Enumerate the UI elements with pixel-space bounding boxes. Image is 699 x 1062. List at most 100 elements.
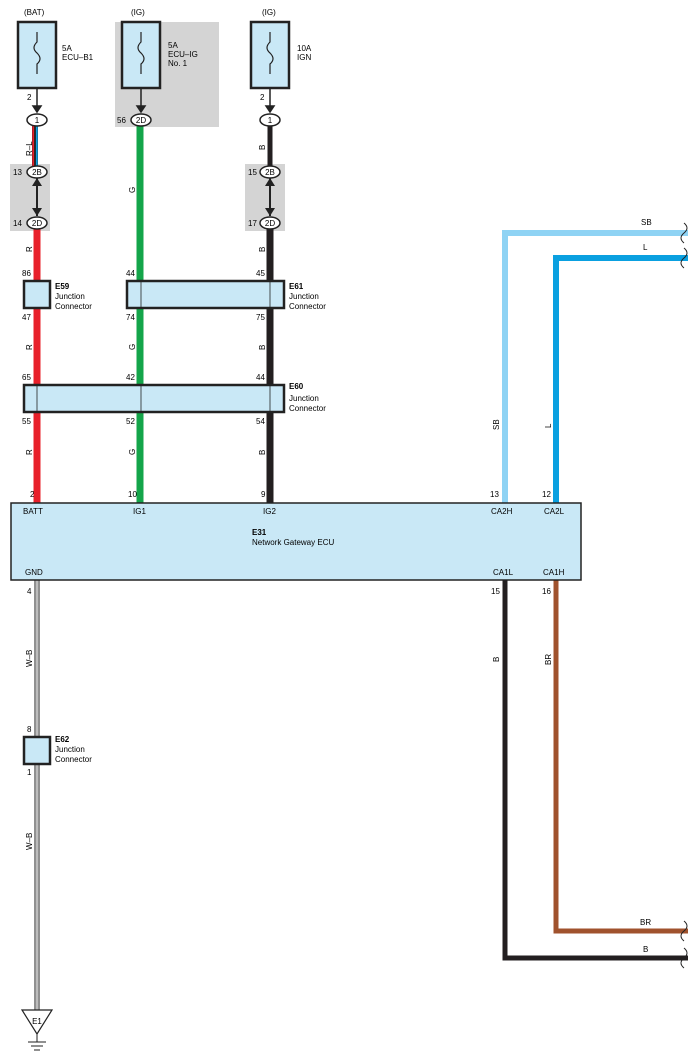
svg-text:G: G (128, 187, 137, 193)
junction-e60: 65 42 44 55 52 54 E60 Junction Connector (22, 373, 326, 426)
svg-text:2D: 2D (136, 116, 146, 125)
svg-text:E60: E60 (289, 382, 304, 391)
svg-text:GND: GND (25, 568, 43, 577)
svg-text:74: 74 (126, 313, 135, 322)
svg-text:10: 10 (128, 490, 137, 499)
inline-connector-left: 13 2B 14 2D (13, 165, 48, 230)
fuse-icon (137, 32, 145, 74)
svg-text:W–B: W–B (25, 650, 34, 667)
svg-text:10A: 10A (297, 44, 312, 53)
svg-text:2: 2 (30, 490, 35, 499)
svg-text:54: 54 (256, 417, 265, 426)
svg-text:2: 2 (260, 93, 265, 102)
wire-sb (502, 230, 688, 504)
svg-text:IGN: IGN (297, 53, 311, 62)
svg-text:2D: 2D (265, 219, 275, 228)
wire-br-ca1h (553, 580, 688, 934)
svg-text:ECU–B1: ECU–B1 (62, 53, 94, 62)
ground-triangle-icon (20, 1009, 54, 1036)
svg-text:42: 42 (126, 373, 135, 382)
fuse-ign: (IG) 10A IGN 2 (249, 8, 312, 102)
svg-text:No. 1: No. 1 (168, 59, 188, 68)
svg-text:B: B (258, 247, 267, 252)
svg-text:G: G (128, 344, 137, 350)
svg-text:R–L: R–L (25, 141, 34, 156)
svg-text:13: 13 (490, 490, 499, 499)
svg-text:L: L (544, 423, 553, 428)
svg-text:E1: E1 (32, 1017, 42, 1026)
svg-text:SB: SB (641, 218, 652, 227)
svg-text:Junction: Junction (55, 292, 85, 301)
svg-text:44: 44 (126, 269, 135, 278)
svg-text:44: 44 (256, 373, 265, 382)
svg-text:CA1H: CA1H (543, 568, 565, 577)
svg-text:ECU–IG: ECU–IG (168, 50, 198, 59)
svg-text:IG2: IG2 (263, 507, 276, 516)
connector-pill-1-right: 1 (259, 113, 281, 127)
svg-text:55: 55 (22, 417, 31, 426)
svg-text:2B: 2B (265, 168, 275, 177)
svg-text:BATT: BATT (23, 507, 43, 516)
svg-text:2: 2 (27, 93, 32, 102)
svg-text:L: L (643, 243, 648, 252)
svg-text:9: 9 (261, 490, 266, 499)
svg-text:Connector: Connector (289, 302, 326, 311)
svg-text:2B: 2B (32, 168, 42, 177)
wire-end-marks (680, 222, 688, 969)
svg-text:Junction: Junction (55, 745, 85, 754)
svg-text:Connector: Connector (55, 302, 92, 311)
svg-text:2D: 2D (32, 219, 42, 228)
connector-pill-2d: 56 2D (117, 113, 152, 127)
svg-text:12: 12 (542, 490, 551, 499)
svg-text:CA2L: CA2L (544, 507, 565, 516)
svg-text:B: B (258, 345, 267, 350)
svg-text:W–B: W–B (25, 833, 34, 850)
svg-text:15: 15 (491, 587, 500, 596)
svg-text:E62: E62 (55, 735, 70, 744)
svg-text:8: 8 (27, 725, 32, 734)
svg-text:52: 52 (126, 417, 135, 426)
svg-text:1: 1 (35, 116, 40, 125)
svg-text:1: 1 (268, 116, 273, 125)
svg-text:E31: E31 (252, 528, 267, 537)
svg-text:E61: E61 (289, 282, 304, 291)
ground-e1: E1 (20, 1009, 54, 1051)
svg-text:Junction: Junction (289, 394, 319, 403)
svg-text:B: B (258, 145, 267, 150)
inline-connector-right: 15 2B 17 2D (248, 165, 281, 230)
svg-text:CA1L: CA1L (493, 568, 514, 577)
svg-text:IG1: IG1 (133, 507, 146, 516)
svg-text:86: 86 (22, 269, 31, 278)
connector-pill-1-left: 1 (26, 113, 48, 127)
junction-e59: 86 47 E59 Junction Connector (22, 269, 92, 322)
fuse-output-arrows (31, 88, 276, 114)
svg-text:Junction: Junction (289, 292, 319, 301)
svg-text:1: 1 (27, 768, 32, 777)
svg-text:R: R (25, 449, 34, 455)
svg-text:65: 65 (22, 373, 31, 382)
svg-text:16: 16 (542, 587, 551, 596)
fuse-ecu-b1: (BAT) 5A ECU–B1 2 (16, 8, 94, 102)
svg-text:5A: 5A (168, 41, 178, 50)
svg-text:E59: E59 (55, 282, 70, 291)
svg-text:4: 4 (27, 587, 32, 596)
wire-r-l (32, 126, 38, 166)
fuse-icon (33, 32, 41, 74)
svg-text:15: 15 (248, 168, 257, 177)
svg-text:B: B (643, 945, 648, 954)
svg-text:47: 47 (22, 313, 31, 322)
svg-text:45: 45 (256, 269, 265, 278)
svg-text:Connector: Connector (55, 755, 92, 764)
svg-text:BR: BR (544, 654, 553, 665)
wire-color-labels: R–L R R R G G G B B B B SB L W–B W–B B B… (25, 141, 652, 954)
svg-text:SB: SB (492, 419, 501, 430)
svg-text:(IG): (IG) (262, 8, 276, 17)
svg-text:R: R (25, 246, 34, 252)
wire-b-ca1l (502, 580, 688, 961)
svg-text:B: B (258, 450, 267, 455)
svg-text:5A: 5A (62, 44, 72, 53)
svg-text:75: 75 (256, 313, 265, 322)
svg-text:13: 13 (13, 168, 22, 177)
svg-text:(IG): (IG) (131, 8, 145, 17)
